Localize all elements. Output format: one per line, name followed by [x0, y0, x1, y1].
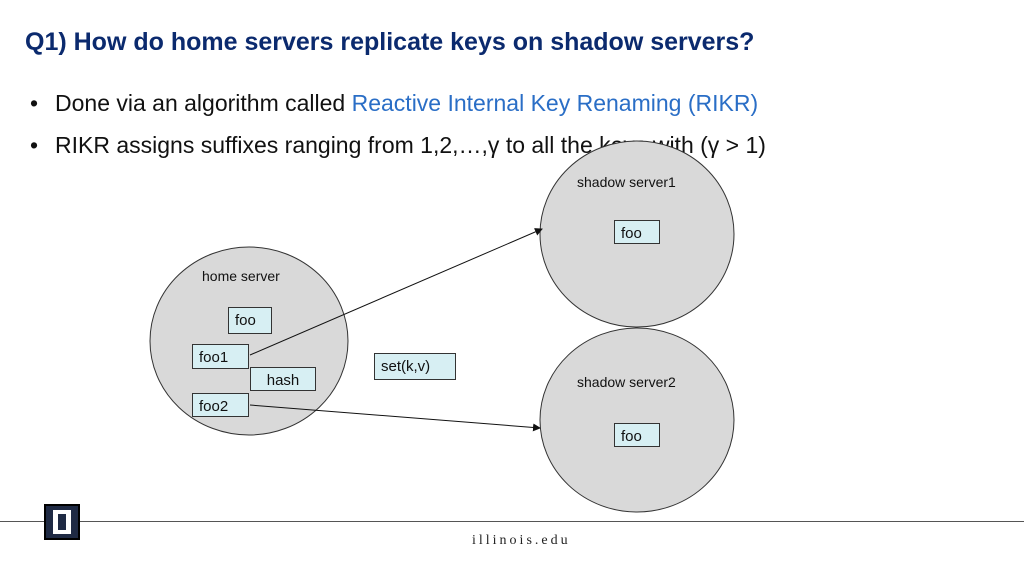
- key-box-hash: hash: [250, 367, 316, 391]
- bullet-text: Done via an algorithm called: [55, 90, 352, 116]
- shadow1-key-box-foo: foo: [614, 220, 660, 244]
- home-server-label: home server: [202, 268, 280, 284]
- bullet-marker: •: [30, 132, 39, 158]
- operation-box: set(k,v): [374, 353, 456, 380]
- arrow-to-shadow-server2: [249, 404, 541, 432]
- logo-bar: [58, 514, 66, 530]
- bullet-marker: •: [30, 90, 39, 116]
- key-box-foo1: foo1: [192, 344, 249, 369]
- arrow-to-shadow-server1: [249, 228, 543, 356]
- footer-divider: [0, 521, 1024, 522]
- key-box-foo: foo: [228, 307, 272, 334]
- slide-title: Q1) How do home servers replicate keys o…: [25, 28, 755, 56]
- shadow-server1-label: shadow server1: [577, 174, 676, 190]
- shadow-server2-circle: [539, 327, 735, 513]
- block-i-logo: [44, 504, 80, 540]
- shadow2-key-box-foo: foo: [614, 423, 660, 447]
- logo-mark: [53, 510, 71, 534]
- key-box-foo2: foo2: [192, 393, 249, 417]
- algorithm-name: Reactive Internal Key Renaming (RIKR): [351, 90, 759, 116]
- footer-site: illinois.edu: [472, 533, 571, 548]
- bullet-item-1: • Done via an algorithm called Reactive I…: [30, 86, 766, 128]
- shadow-server2-label: shadow server2: [577, 374, 676, 390]
